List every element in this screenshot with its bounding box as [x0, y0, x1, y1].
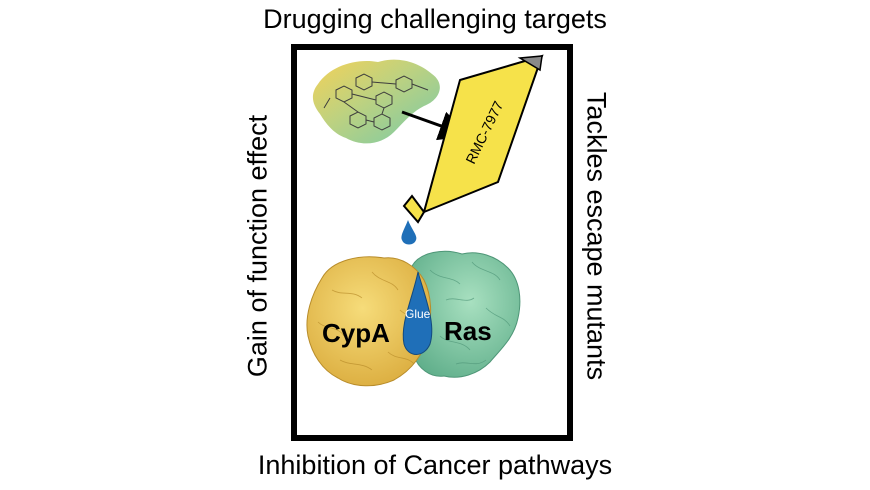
top-caption: Drugging challenging targets: [263, 4, 607, 34]
bottom-caption: Inhibition of Cancer pathways: [257, 450, 613, 480]
diagram-frame: [291, 44, 573, 441]
glue-drop: [401, 220, 417, 245]
glue-wedge: Glue: [402, 271, 433, 355]
rmc-tube: RMC-7977: [402, 54, 544, 224]
glue-label: Glue: [405, 307, 431, 321]
cypa-protein: CypA: [306, 256, 432, 387]
ras-label: Ras: [444, 316, 492, 346]
molecule-structure: [312, 59, 440, 144]
cypa-label: CypA: [322, 318, 390, 348]
